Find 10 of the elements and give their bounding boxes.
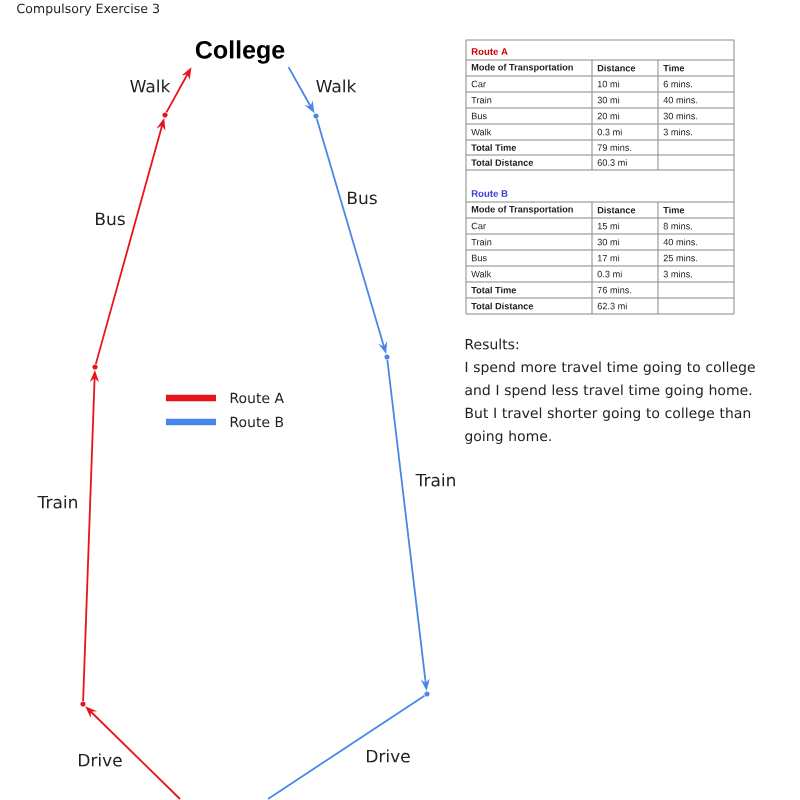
edge-label: Bus <box>96 212 125 226</box>
edge-label: Bus <box>348 191 377 205</box>
edge-label: Walk <box>130 79 171 93</box>
edge-label: Walk <box>316 79 357 93</box>
edge-label: Drive <box>79 753 122 767</box>
edge-label: Drive <box>367 749 410 763</box>
route-line <box>267 694 426 800</box>
place-label: College <box>195 40 285 64</box>
edge-label: Train <box>415 473 455 487</box>
edge-label: Train <box>37 495 77 509</box>
